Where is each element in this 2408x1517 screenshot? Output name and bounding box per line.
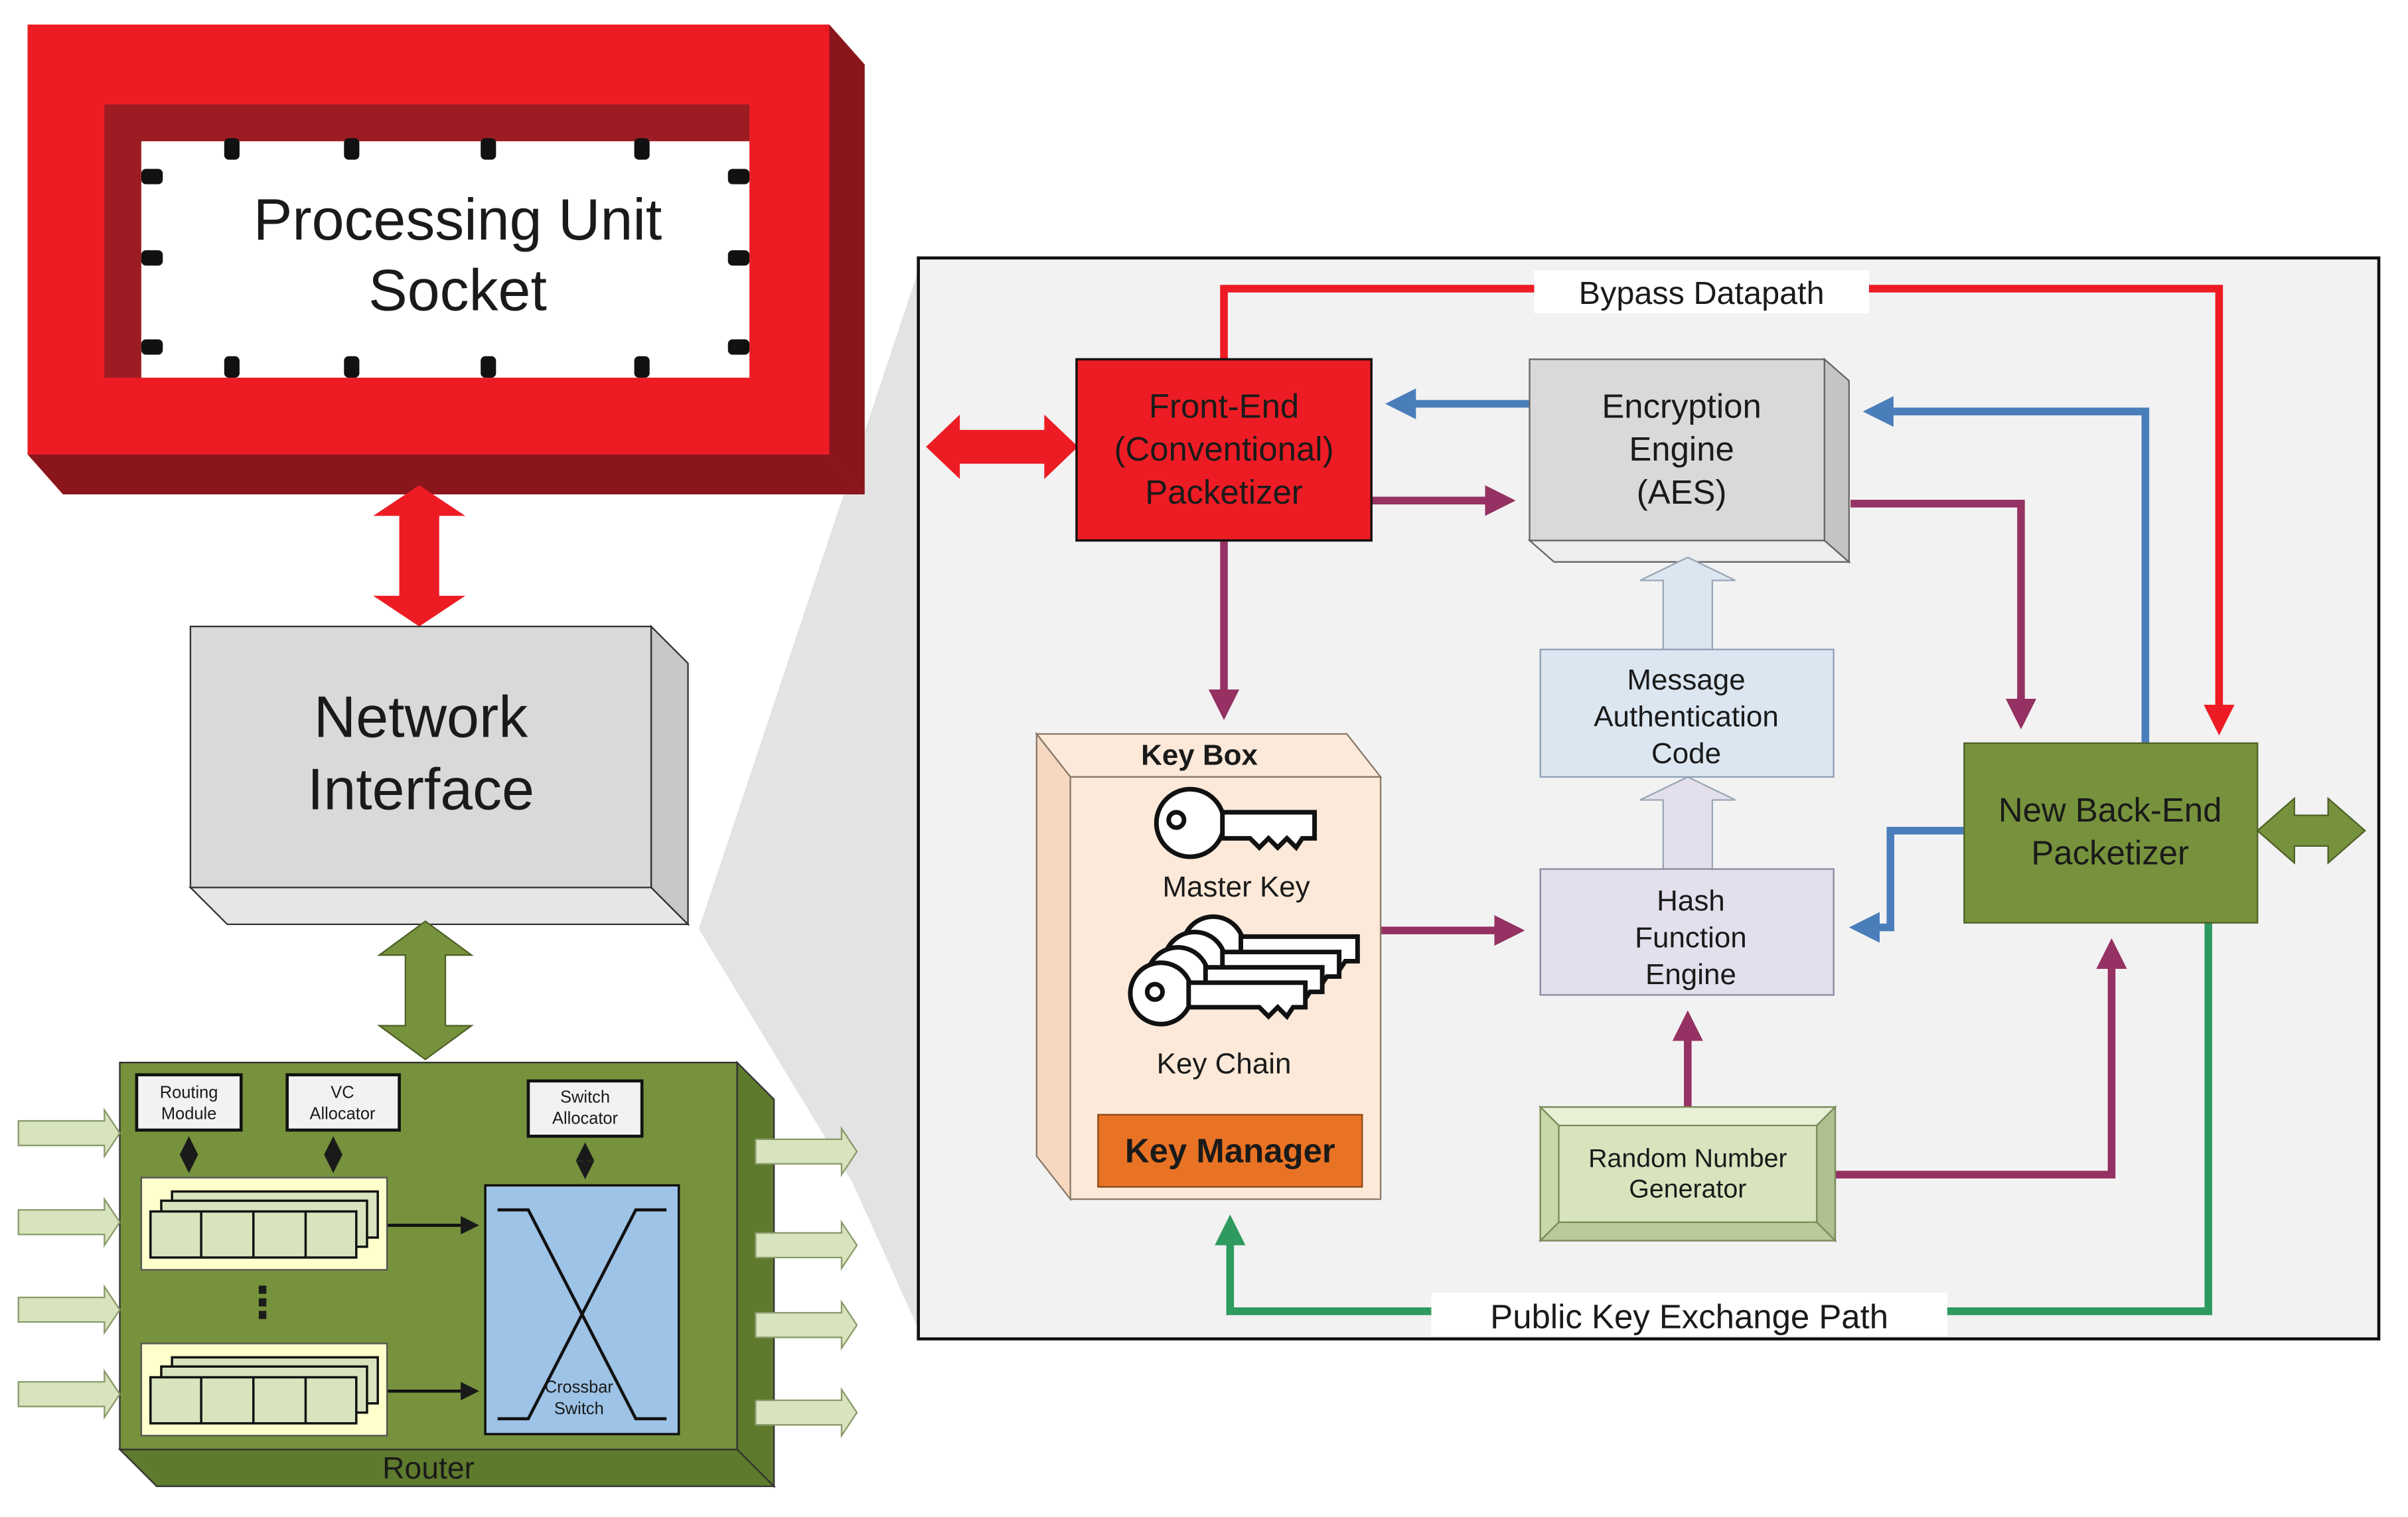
zoom-wedge <box>698 261 922 1336</box>
input-buffer-top <box>140 1177 388 1271</box>
router-output-arrows <box>755 1125 858 1439</box>
master-key-label: Master Key <box>1162 871 1310 903</box>
key-chain-label: Key Chain <box>1157 1047 1292 1080</box>
processing-unit-socket: Processing Unit Socket <box>27 25 865 495</box>
backend-line1: New Back-End <box>1998 791 2222 829</box>
socket-ni-link <box>373 485 466 627</box>
backend-to-hash-path <box>1848 826 1965 943</box>
ni-title-line2: Interface <box>307 756 534 822</box>
mac-line3: Code <box>1651 737 1721 770</box>
vc-allocator-line1: VC <box>331 1083 354 1102</box>
vc-allocator-line2: Allocator <box>309 1105 375 1123</box>
key-manager-label: Key Manager <box>1125 1132 1335 1170</box>
routing-module-line2: Module <box>161 1105 216 1123</box>
encryption-engine: Encryption Engine (AES) <box>1527 357 1851 564</box>
router-label: Router <box>382 1451 475 1485</box>
router: Routing Module VC Allocator Switch Alloc… <box>17 1060 858 1488</box>
backend-line2: Packetizer <box>2031 834 2189 872</box>
socket-title-line1: Processing Unit <box>254 186 662 252</box>
hash-line3: Engine <box>1645 958 1736 991</box>
encryption-line1: Encryption <box>1602 387 1761 425</box>
ni-router-link <box>376 920 474 1060</box>
routing-module-line1: Routing <box>160 1083 218 1102</box>
vc-allocator <box>285 1073 401 1132</box>
key-chain-icon <box>1128 914 1360 1027</box>
encryption-line2: Engine <box>1629 430 1734 468</box>
hash-line2: Function <box>1635 922 1747 954</box>
input-buffer-bottom <box>140 1342 388 1437</box>
encryption-line3: (AES) <box>1637 473 1727 511</box>
rng-line1: Random Number <box>1588 1143 1787 1173</box>
crossbar-line2: Switch <box>554 1400 604 1418</box>
crossbar-line1: Crossbar <box>545 1378 614 1397</box>
backend-packetizer: New Back-End Packetizer <box>1963 742 2259 924</box>
switch-allocator <box>526 1079 644 1138</box>
key-box-title: Key Box <box>1141 739 1258 771</box>
switch-allocator-line1: Switch <box>560 1088 610 1106</box>
random-number-generator: Random Number Generator <box>1538 1105 1837 1243</box>
frontend-line2: (Conventional) <box>1114 430 1334 468</box>
rng-line2: Generator <box>1629 1175 1746 1204</box>
router-input-arrows <box>17 1108 121 1420</box>
message-authentication-code: Message Authentication Code <box>1539 648 1835 778</box>
hash-line1: Hash <box>1657 885 1725 917</box>
socket-title-line2: Socket <box>368 257 547 323</box>
key-manager <box>1097 1114 1363 1188</box>
socket-pins <box>141 138 750 378</box>
hash-to-mac-arrow <box>1639 776 1736 870</box>
frontend-io-arrow <box>926 414 1079 479</box>
mac-to-enc-arrow <box>1639 556 1736 650</box>
frontend-line3: Packetizer <box>1145 473 1303 511</box>
ni-title-line1: Network <box>314 684 528 750</box>
key-box: Key Box Master Key Key Chain Key Manager <box>1035 731 1383 1202</box>
public-key-label: Public Key Exchange Path <box>1490 1297 1888 1335</box>
routing-module <box>135 1073 243 1132</box>
backend-to-enc-path <box>1862 396 2150 743</box>
bypass-label: Bypass Datapath <box>1579 275 1825 311</box>
backend-io-arrow <box>2256 796 2366 865</box>
network-interface: Network Interface <box>188 624 690 926</box>
crossbar-switch <box>484 1184 680 1435</box>
master-key-icon <box>1154 786 1317 859</box>
hash-function-engine: Hash Function Engine <box>1539 868 1835 996</box>
mac-line2: Authentication <box>1594 700 1779 733</box>
frontend-line1: Front-End <box>1149 387 1299 425</box>
mac-line1: Message <box>1627 664 1745 696</box>
switch-allocator-line2: Allocator <box>552 1110 618 1128</box>
frontend-packetizer: Front-End (Conventional) Packetizer <box>1075 358 1373 542</box>
buffer-ellipsis: ⋮ <box>241 1278 284 1327</box>
enc-to-backend-path <box>1850 500 2037 730</box>
rng-to-backend-path <box>1835 938 2127 1179</box>
